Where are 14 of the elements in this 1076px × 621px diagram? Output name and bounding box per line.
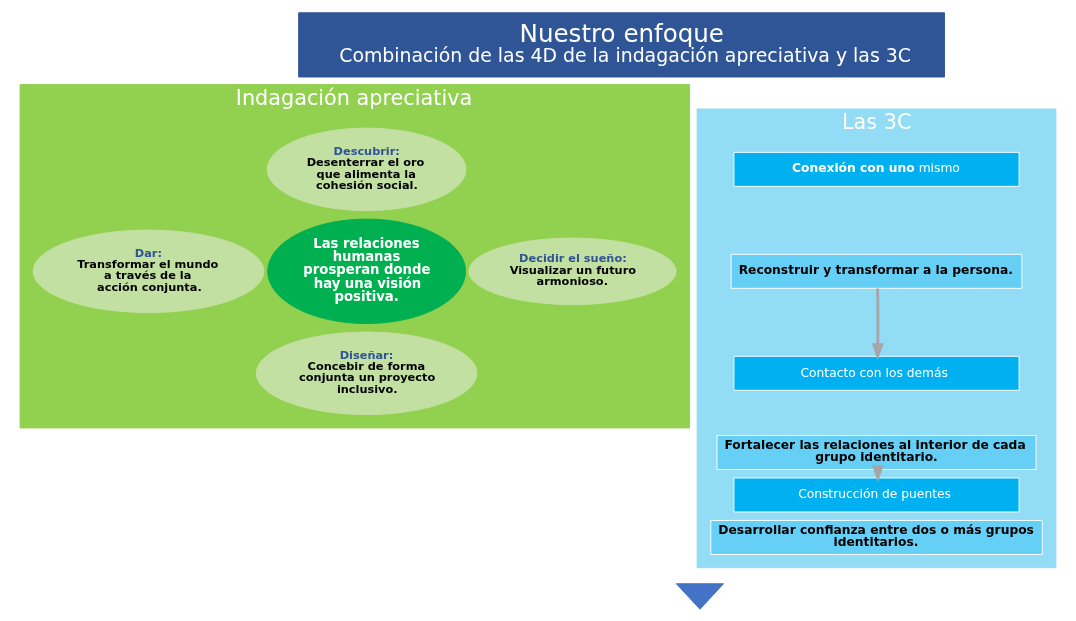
node-ellipse: Decidir el sueño: Visualizar un futuro armonioso.	[468, 237, 677, 305]
node-ellipse: Diseñar: Concebir de forma conjunta un proyecto inclusivo.	[255, 331, 478, 415]
node-box: Construcción de puentes	[733, 477, 1020, 512]
node-box: Nuestro enfoque Combinación de las 4D de la indagación apreciativa y las 3C	[298, 11, 945, 77]
node-arrow	[675, 582, 724, 610]
arrow	[871, 287, 884, 360]
node-box: Conexión con uno mismo	[733, 151, 1020, 187]
node-ellipse: Las relaciones humanas prosperan donde hay una visión positiva.	[267, 218, 467, 324]
node-box: Contacto con los demás	[733, 355, 1020, 391]
node-ellipse: Dar: Transformar el mundo a través de la acción conjunta.	[32, 229, 265, 313]
node-box: Desarrollar confianza entre dos o más grupos identitarios.	[710, 519, 1043, 555]
arrow	[871, 464, 884, 482]
node-ellipse: Descubrir: Desenterrar el oro que alimenta la cohesión social.	[266, 127, 467, 211]
node-box: Reconstruir y transformar a la persona.	[730, 253, 1023, 289]
